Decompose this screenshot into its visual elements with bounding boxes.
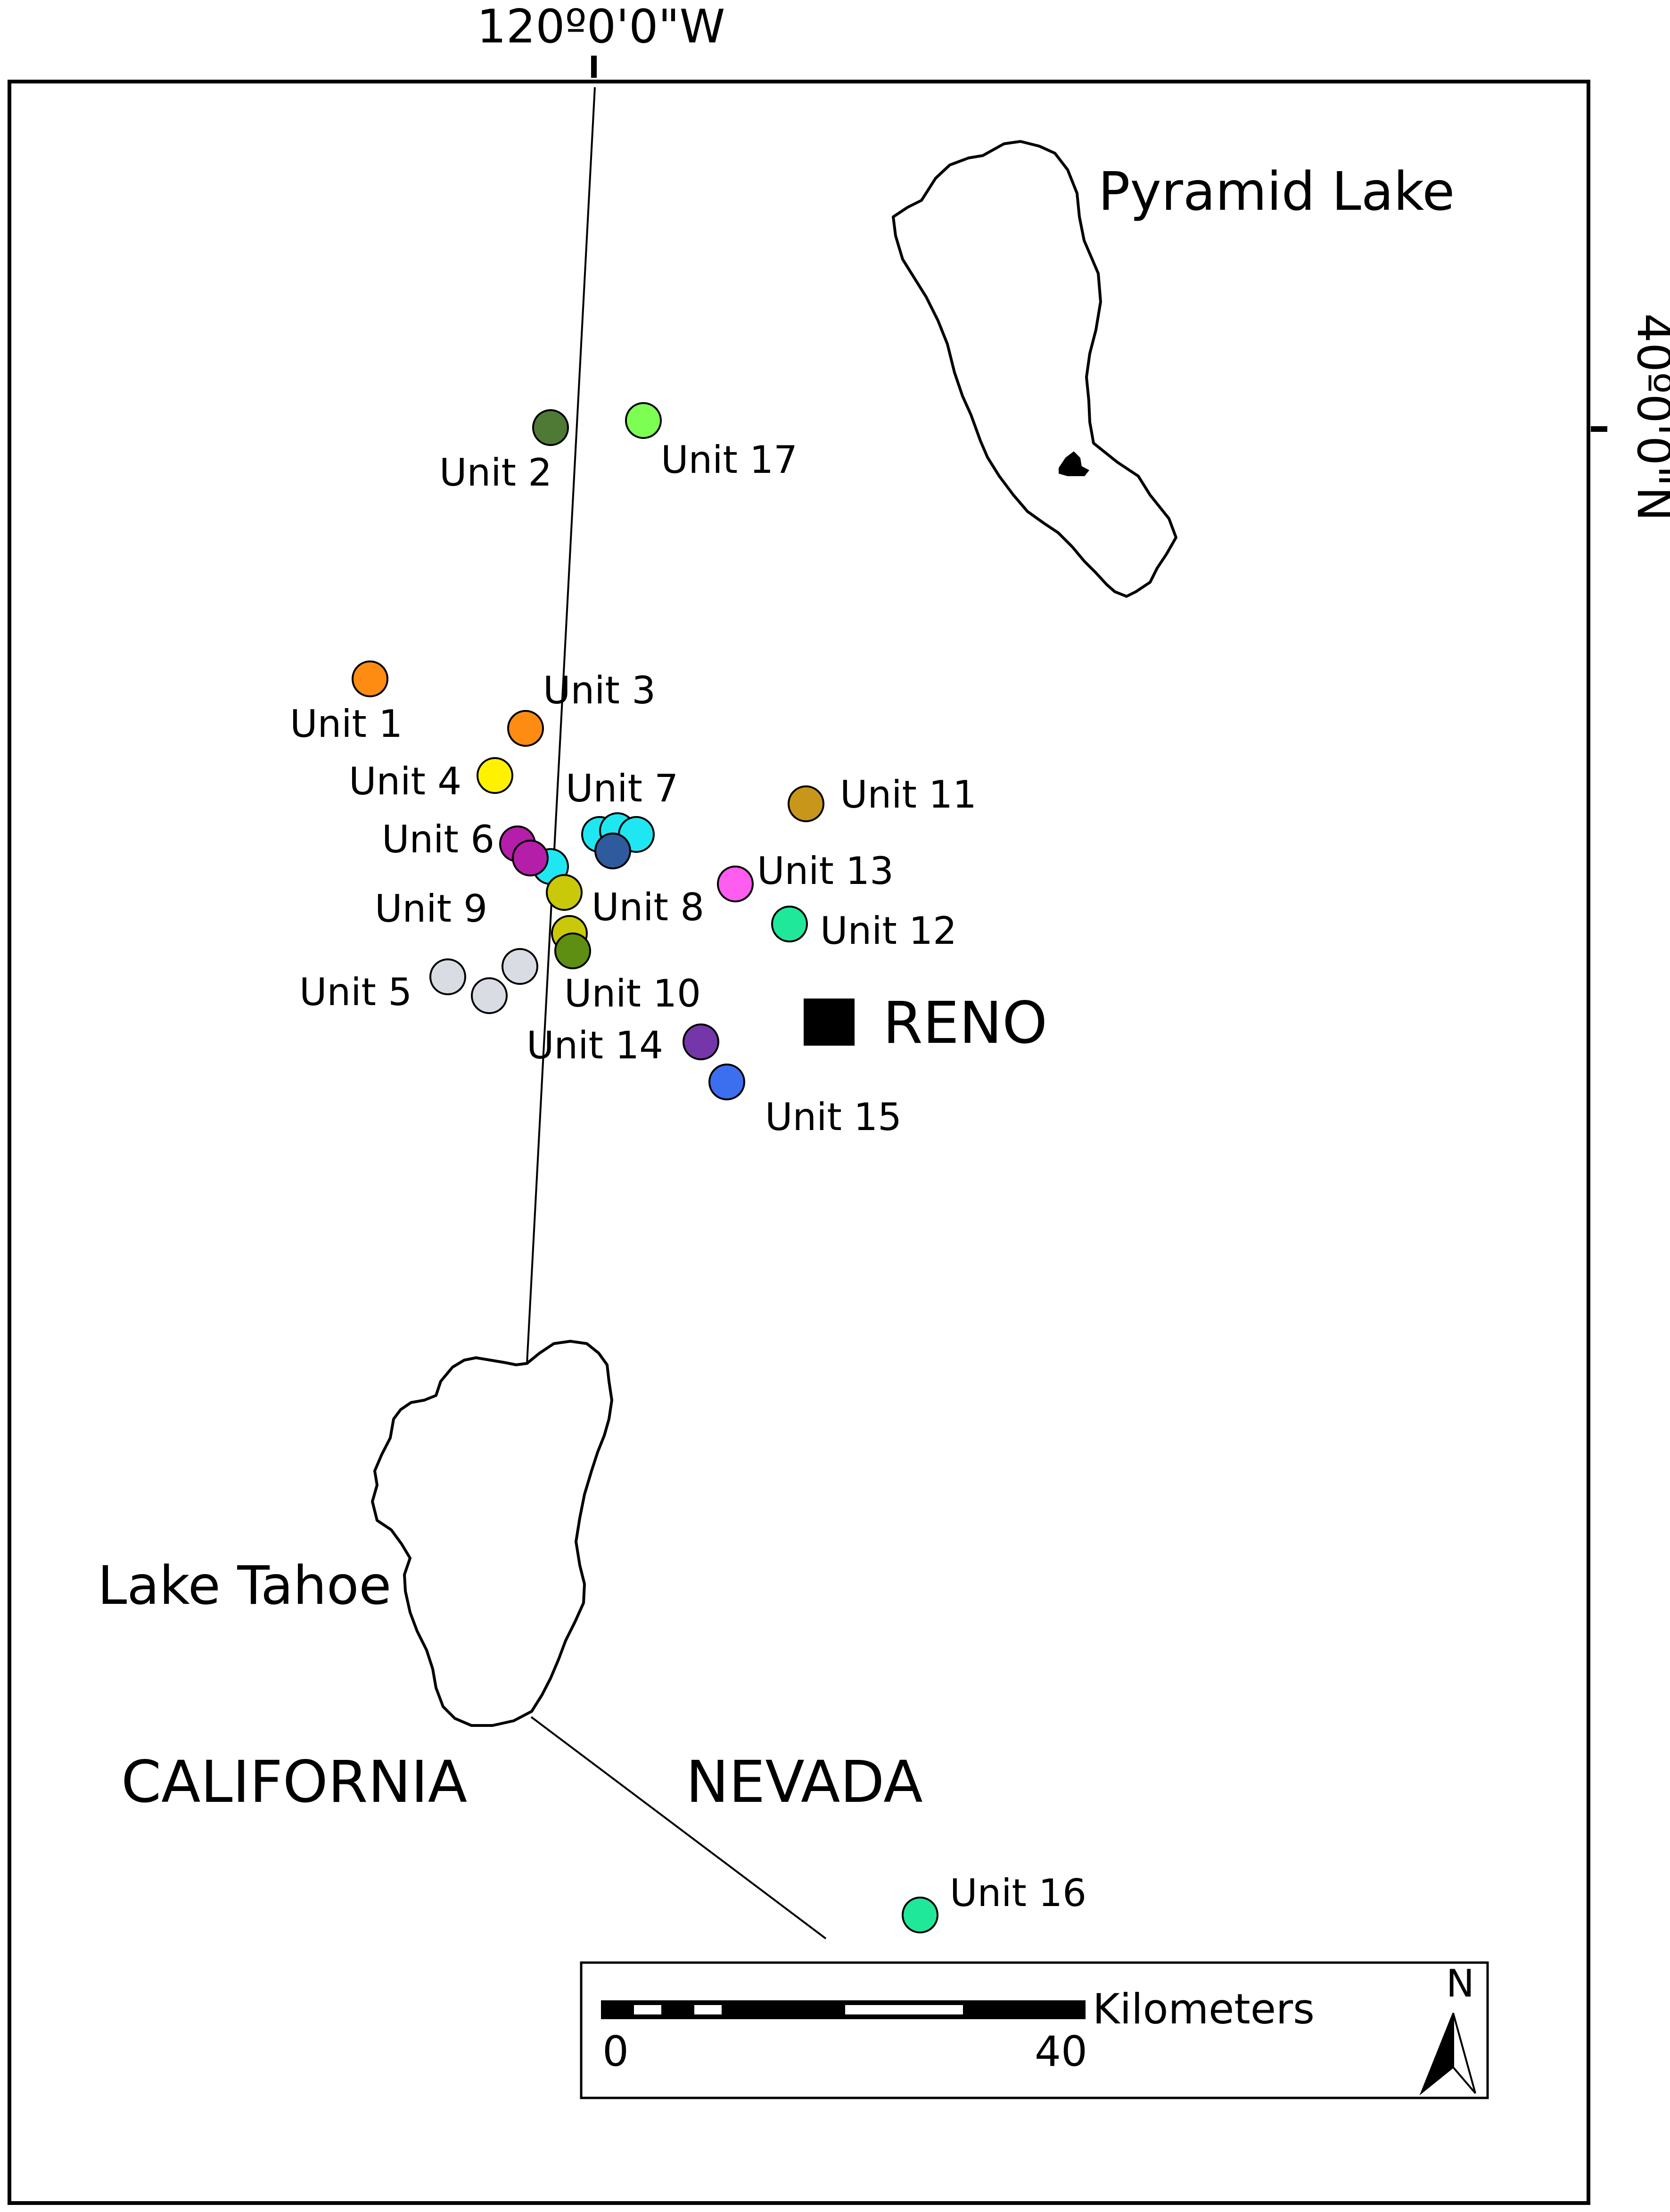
unit-markers bbox=[352, 402, 938, 1933]
unit-6-marker bbox=[512, 840, 549, 876]
scale-bar-box: 0 40 Kilometers N bbox=[580, 1961, 1489, 2099]
unit-4-marker bbox=[477, 757, 513, 794]
pyramid-lake-label: Pyramid Lake bbox=[1098, 161, 1455, 223]
unit-label: Unit 7 bbox=[566, 767, 678, 810]
unit-14-marker bbox=[683, 1023, 719, 1060]
unit-12-marker bbox=[771, 906, 808, 942]
unit-5-marker bbox=[502, 948, 538, 985]
scale-bar-frame bbox=[580, 1961, 1489, 2099]
reno-marker bbox=[804, 999, 855, 1046]
unit-label: Unit 4 bbox=[349, 759, 461, 803]
unit-label: Unit 14 bbox=[527, 1023, 663, 1067]
unit-13-marker bbox=[717, 866, 754, 902]
state-border bbox=[530, 1716, 827, 1940]
scale-start-label: 0 bbox=[602, 2027, 629, 2076]
unit-label: Unit 9 bbox=[375, 887, 487, 931]
unit-label: Unit 1 bbox=[290, 702, 403, 746]
unit-5-marker bbox=[471, 977, 508, 1014]
unit-label: Unit 2 bbox=[439, 451, 552, 495]
unit-label: Unit 16 bbox=[950, 1871, 1086, 1915]
unit-label: Unit 3 bbox=[543, 669, 656, 712]
unit-5-marker bbox=[429, 958, 466, 995]
north-arrow-icon bbox=[1419, 2013, 1476, 2096]
unit-3-marker bbox=[507, 710, 544, 747]
unit-17-marker bbox=[625, 402, 662, 439]
pyramid-lake-outline bbox=[892, 140, 1177, 598]
unit-1-marker bbox=[352, 660, 388, 697]
unit-label: Unit 5 bbox=[299, 970, 412, 1014]
unit-16-marker bbox=[902, 1897, 938, 1933]
unit-label: Unit 10 bbox=[564, 972, 701, 1015]
lake-tahoe-outline bbox=[371, 1340, 613, 1727]
unit-label: Unit 6 bbox=[382, 817, 494, 861]
unit-label: Unit 15 bbox=[765, 1095, 902, 1139]
california-label: CALIFORNIA bbox=[121, 1749, 467, 1816]
unit-label: Unit 8 bbox=[592, 885, 704, 929]
scale-bar bbox=[601, 2000, 1086, 2019]
meridian-line bbox=[526, 87, 596, 1364]
reno-label: RENO bbox=[883, 990, 1047, 1056]
unit-9-marker bbox=[546, 874, 583, 911]
scale-end-label: 40 bbox=[1035, 2027, 1087, 2076]
anaho-island bbox=[1059, 451, 1090, 476]
north-label: N bbox=[1446, 1962, 1474, 2006]
unit-2-marker bbox=[532, 409, 569, 446]
unit-label: Unit 11 bbox=[840, 773, 977, 817]
lake-tahoe-label: Lake Tahoe bbox=[98, 1555, 391, 1617]
unit-label: Unit 12 bbox=[820, 909, 957, 953]
unit-15-marker bbox=[708, 1064, 745, 1100]
longitude-label: 120º0'0"W bbox=[477, 0, 725, 54]
latitude-label: 40º0'0"N bbox=[1627, 314, 1670, 521]
unit-label: Unit 17 bbox=[661, 438, 798, 482]
nevada-label: NEVADA bbox=[686, 1749, 923, 1816]
map-frame bbox=[8, 80, 1590, 2205]
scale-units-label: Kilometers bbox=[1093, 1985, 1315, 2033]
unit-8-marker bbox=[594, 833, 631, 869]
unit-10-marker bbox=[554, 933, 591, 969]
unit-11-marker bbox=[788, 785, 824, 822]
unit-label: Unit 13 bbox=[757, 849, 894, 893]
